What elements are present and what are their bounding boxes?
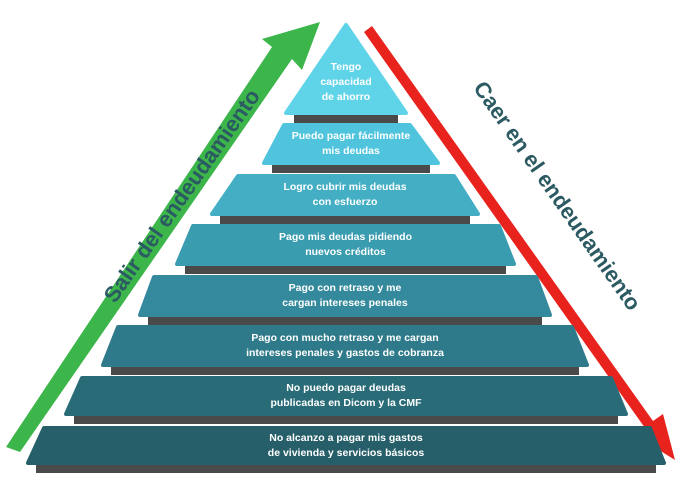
red-arrow-down (364, 26, 675, 460)
step-block (284, 23, 408, 115)
pyramid-step-4 (175, 224, 516, 274)
pyramid-step-1 (284, 23, 408, 123)
step-block (101, 325, 589, 367)
step-shadow (294, 113, 398, 123)
pyramid-step-5 (138, 275, 552, 325)
step-shadow (148, 315, 542, 325)
step-shadow (272, 163, 430, 173)
pyramid-step-2 (262, 123, 440, 173)
step-shadow (220, 214, 470, 224)
pyramid-step-7 (64, 376, 628, 424)
step-block (210, 174, 480, 216)
step-block (64, 376, 628, 416)
step-shadow (74, 414, 618, 424)
step-shadow (36, 463, 656, 473)
pyramid-step-8 (26, 426, 666, 473)
step-block (138, 275, 552, 317)
step-shadow (185, 264, 506, 274)
pyramid-step-3 (210, 174, 480, 224)
pyramid-step-6 (101, 325, 589, 375)
pyramid-steps (26, 23, 666, 473)
step-block (26, 426, 666, 465)
step-shadow (111, 365, 579, 375)
arrows-layer (6, 22, 675, 460)
green-arrow-up (6, 22, 320, 452)
step-block (262, 123, 440, 165)
step-block (175, 224, 516, 266)
